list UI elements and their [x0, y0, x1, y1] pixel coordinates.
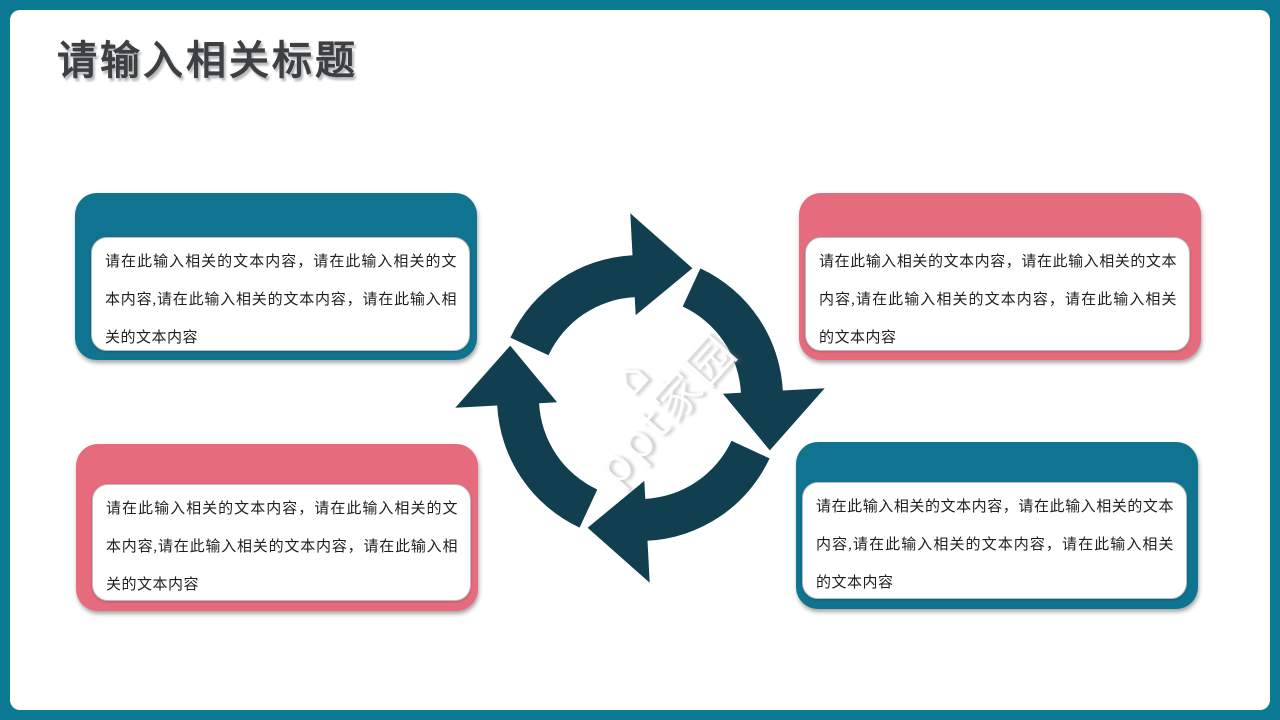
text-box-inner: 请在此输入相关的文本内容，请在此输入相关的文本内容,请在此输入相关的文本内容，请… — [91, 237, 470, 351]
text-box-inner: 请在此输入相关的文本内容，请在此输入相关的文本内容,请在此输入相关的文本内容，请… — [805, 237, 1190, 351]
text-box-inner: 请在此输入相关的文本内容，请在此输入相关的文本内容,请在此输入相关的文本内容，请… — [92, 484, 471, 601]
text-box-top-left: 请在此输入相关的文本内容，请在此输入相关的文本内容,请在此输入相关的文本内容，请… — [75, 193, 477, 360]
placeholder-text: 请在此输入相关的文本内容，请在此输入相关的文本内容,请在此输入相关的文本内容，请… — [816, 499, 1174, 591]
text-box-bottom-right: 请在此输入相关的文本内容，请在此输入相关的文本内容,请在此输入相关的文本内容，请… — [796, 442, 1198, 609]
text-box-bottom-left: 请在此输入相关的文本内容，请在此输入相关的文本内容,请在此输入相关的文本内容，请… — [76, 444, 478, 611]
placeholder-text: 请在此输入相关的文本内容，请在此输入相关的文本内容,请在此输入相关的文本内容，请… — [105, 254, 457, 346]
cycle-arrow-bottom — [587, 440, 770, 583]
text-box-top-right: 请在此输入相关的文本内容，请在此输入相关的文本内容,请在此输入相关的文本内容，请… — [799, 193, 1201, 360]
placeholder-text: 请在此输入相关的文本内容，请在此输入相关的文本内容,请在此输入相关的文本内容，请… — [106, 501, 458, 593]
page-title: 请输入相关标题 — [57, 38, 358, 83]
placeholder-text: 请在此输入相关的文本内容，请在此输入相关的文本内容,请在此输入相关的文本内容，请… — [819, 254, 1177, 346]
text-box-inner: 请在此输入相关的文本内容，请在此输入相关的文本内容,请在此输入相关的文本内容，请… — [802, 482, 1187, 599]
cycle-arrow-top — [510, 213, 693, 356]
